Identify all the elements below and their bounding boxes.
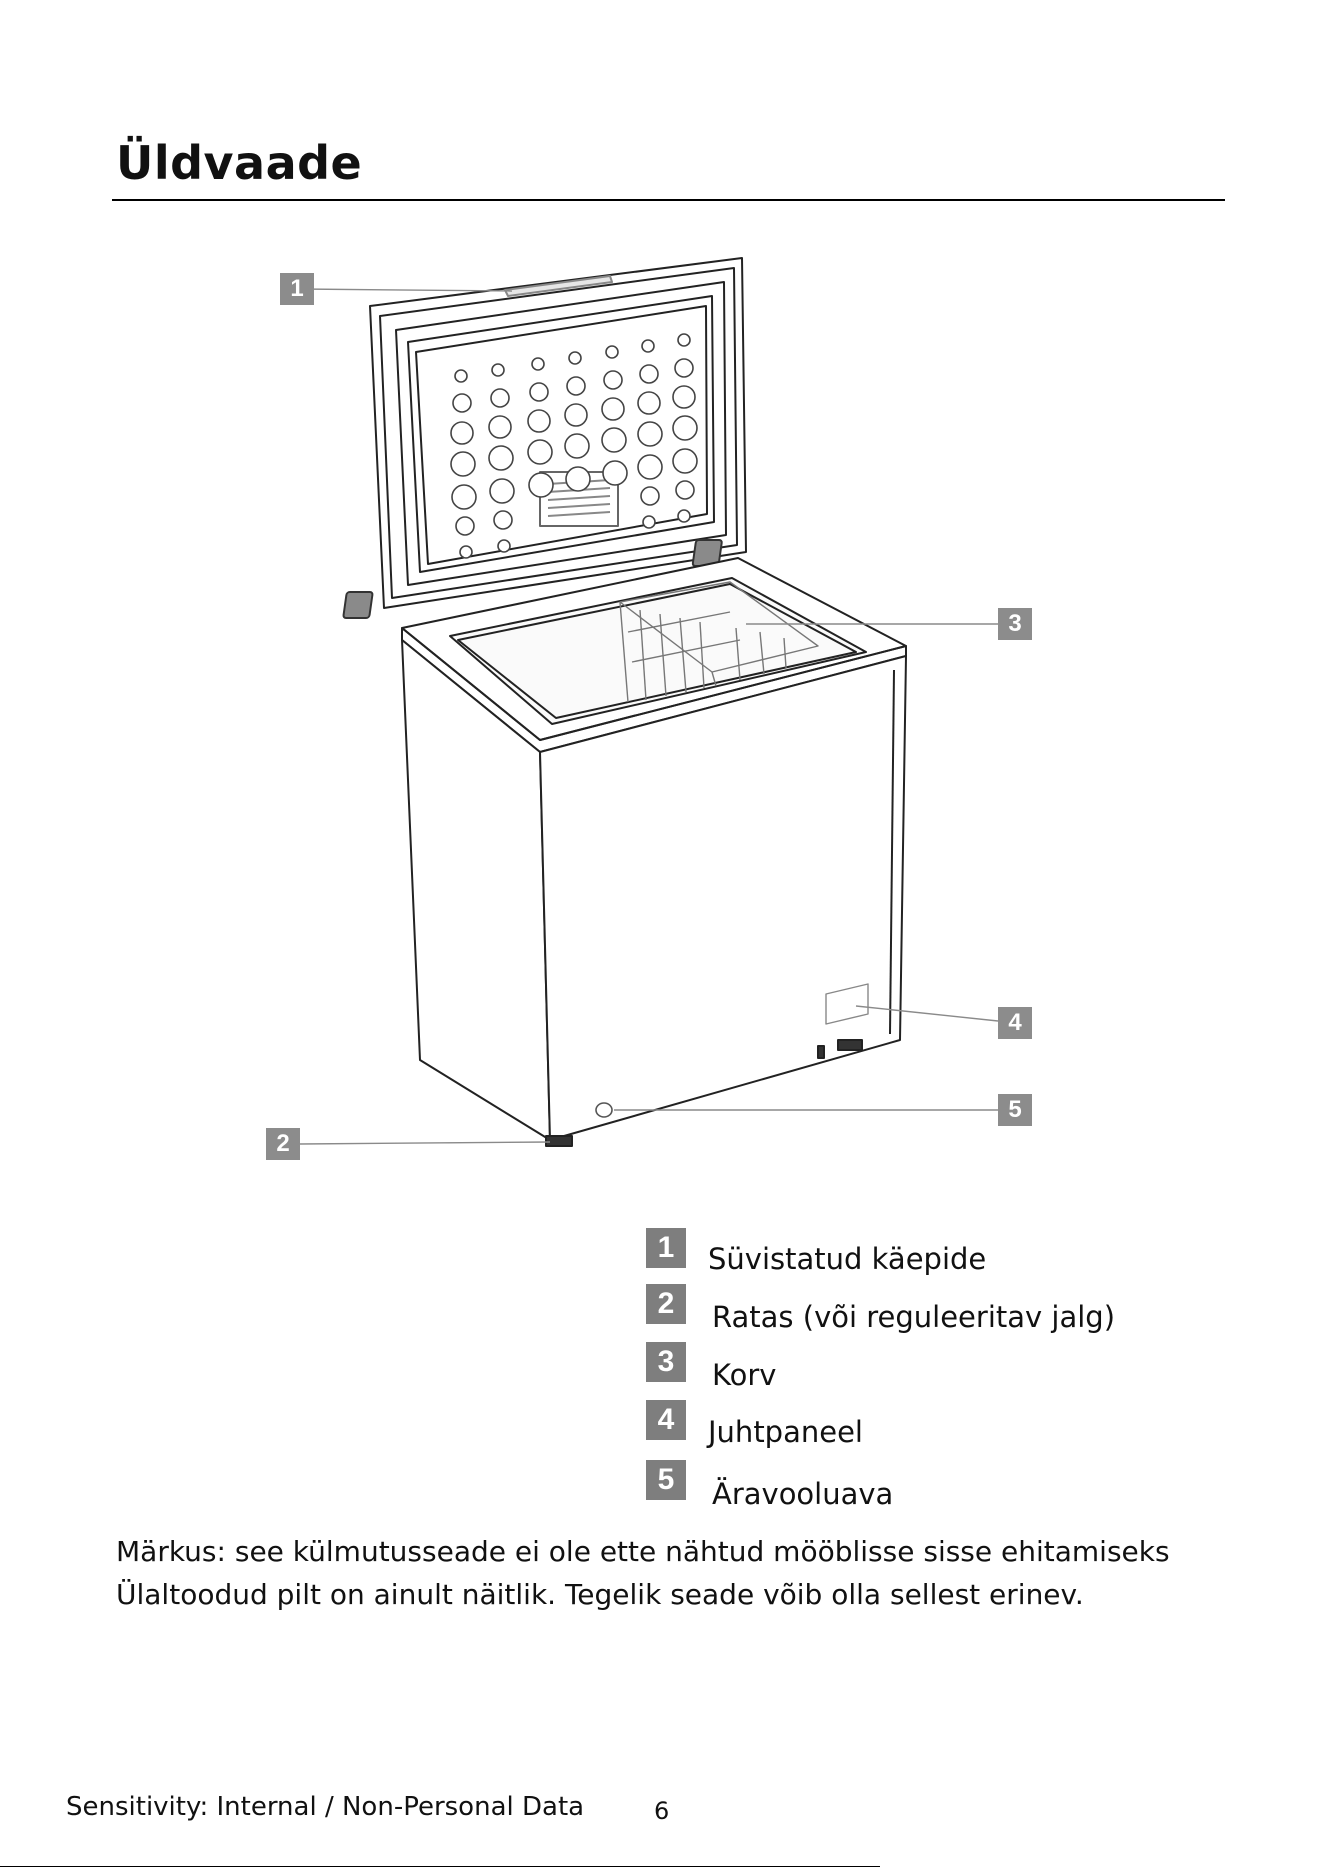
page-number: 6 [654, 1797, 669, 1825]
legend-label: Juhtpaneel [708, 1415, 863, 1449]
freezer-body [402, 640, 906, 1146]
legend-number: 5 [646, 1460, 686, 1500]
chest-freezer-illustration [0, 0, 1324, 1200]
callout-2: 2 [266, 1128, 300, 1160]
legend-label: Süvistatud käepide [708, 1242, 986, 1276]
legend-label: Ratas (või reguleeritav jalg) [712, 1300, 1115, 1334]
callout-5: 5 [998, 1094, 1032, 1126]
legend-label: Äravooluava [712, 1477, 893, 1511]
callout-1: 1 [280, 273, 314, 305]
callout-3: 3 [998, 608, 1032, 640]
note-line-2: Ülaltoodud pilt on ainult näitlik. Tegel… [116, 1573, 1266, 1616]
note-line-1: Märkus: see külmutusseade ei ole ette nä… [116, 1530, 1266, 1573]
callout-4: 4 [998, 1007, 1032, 1039]
note-text: Märkus: see külmutusseade ei ole ette nä… [116, 1530, 1266, 1616]
legend-label: Korv [712, 1358, 776, 1392]
footer-sensitivity: Sensitivity: Internal / Non-Personal Dat… [66, 1792, 584, 1822]
legend-number: 4 [646, 1400, 686, 1440]
legend-number: 1 [646, 1228, 686, 1268]
legend-number: 2 [646, 1284, 686, 1324]
bottom-rule [0, 1866, 880, 1867]
legend-number: 3 [646, 1342, 686, 1382]
